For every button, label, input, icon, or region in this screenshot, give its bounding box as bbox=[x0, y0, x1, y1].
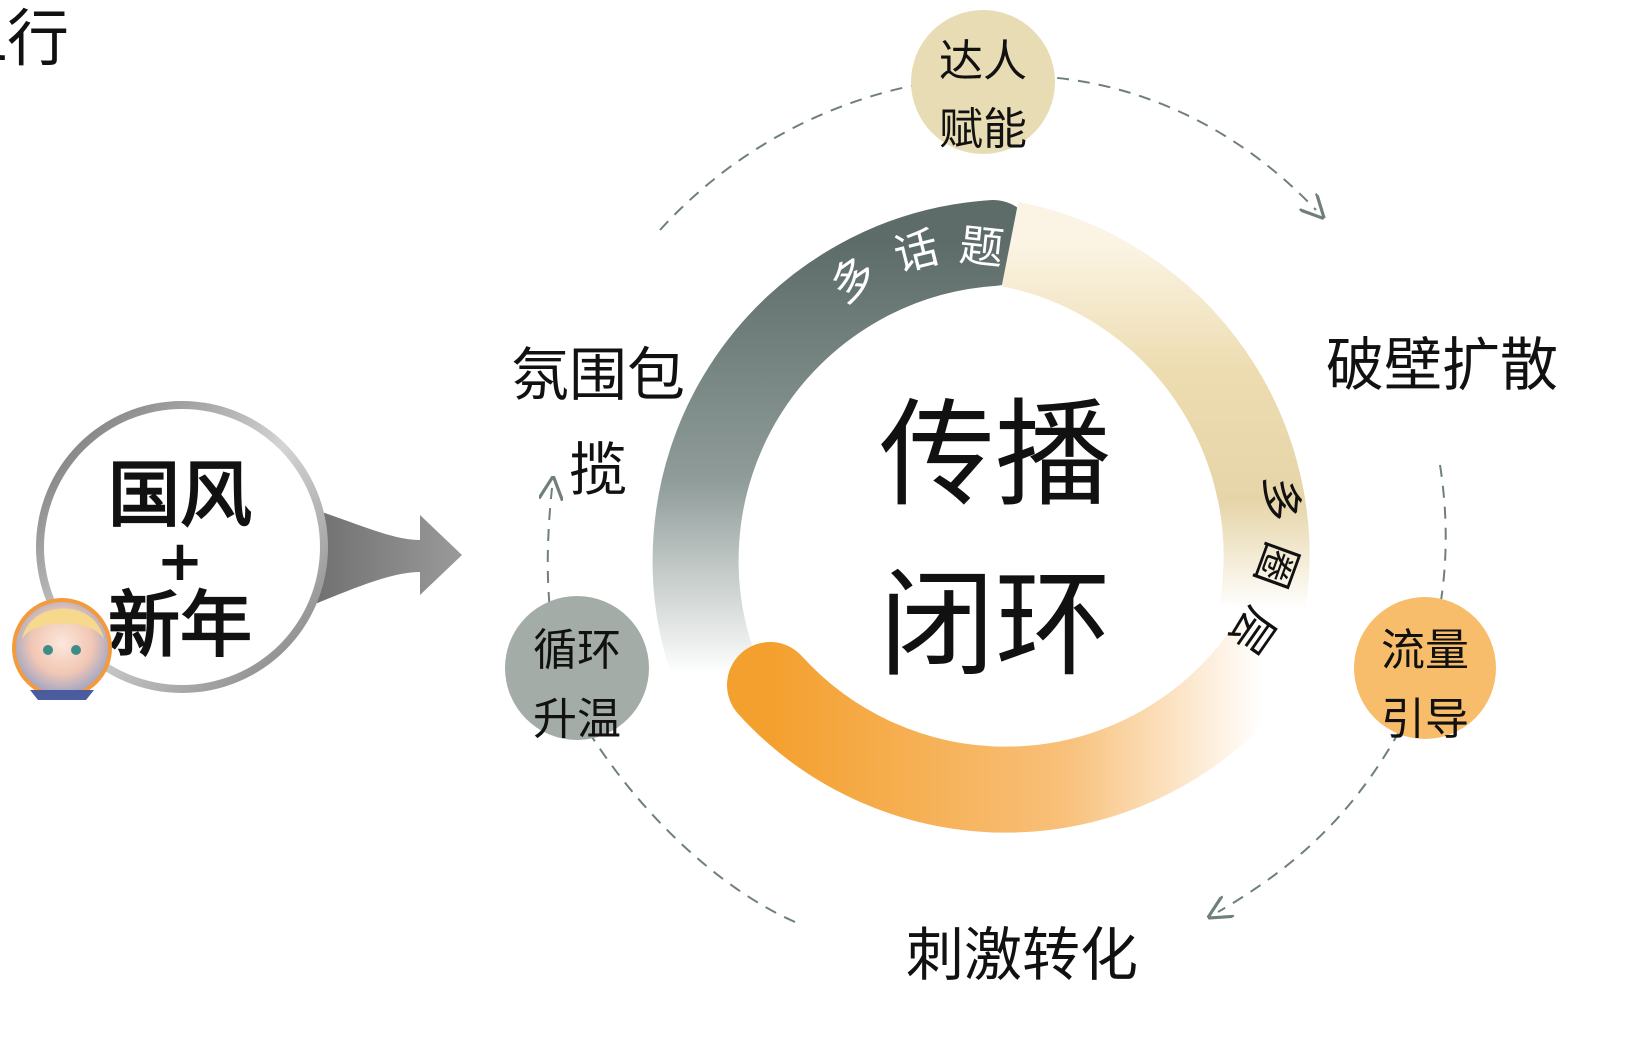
badge-kol: 达人 赋能 bbox=[911, 10, 1055, 155]
stage-atmosphere-line1: 氛围包 bbox=[511, 341, 685, 409]
ring-segment-topics bbox=[652, 200, 1036, 718]
badge-cycle-line1: 循环 bbox=[533, 625, 621, 676]
ring-segment-circles bbox=[1001, 201, 1310, 618]
main-ring bbox=[652, 200, 1310, 833]
badge-kol-line1: 达人 bbox=[939, 36, 1027, 87]
center-title-line2: 闭环 bbox=[879, 558, 1111, 693]
badge-traffic-line2: 引导 bbox=[1381, 694, 1469, 745]
badge-cycle-line2: 升温 bbox=[533, 694, 621, 745]
badge-kol-line2: 赋能 bbox=[939, 104, 1027, 155]
ring-label-circles-char1: 多 bbox=[1252, 475, 1307, 523]
avatar-icon bbox=[12, 598, 112, 700]
ring-segment-conversion bbox=[727, 617, 1305, 833]
arrow-right-icon bbox=[300, 505, 462, 610]
theme-line1: 国风 bbox=[108, 453, 252, 537]
theme-bubble: 国风 + 新年 bbox=[12, 401, 462, 700]
badge-cycle: 循环 升温 bbox=[505, 596, 649, 745]
ring-label-topics-char3: 题 bbox=[957, 220, 1006, 275]
corner-fragment-text: ι行 bbox=[0, 2, 69, 75]
theme-plus: + bbox=[157, 529, 204, 594]
center-title-line1: 传播 bbox=[879, 388, 1111, 523]
badge-traffic-line1: 流量 bbox=[1381, 625, 1469, 676]
stage-stimulate: 刺激转化 bbox=[906, 921, 1138, 989]
stage-atmosphere-line2: 揽 bbox=[569, 436, 627, 504]
stage-breakthrough: 破壁扩散 bbox=[1326, 331, 1558, 399]
theme-line2: 新年 bbox=[108, 583, 252, 667]
badge-traffic: 流量 引导 bbox=[1354, 597, 1496, 745]
